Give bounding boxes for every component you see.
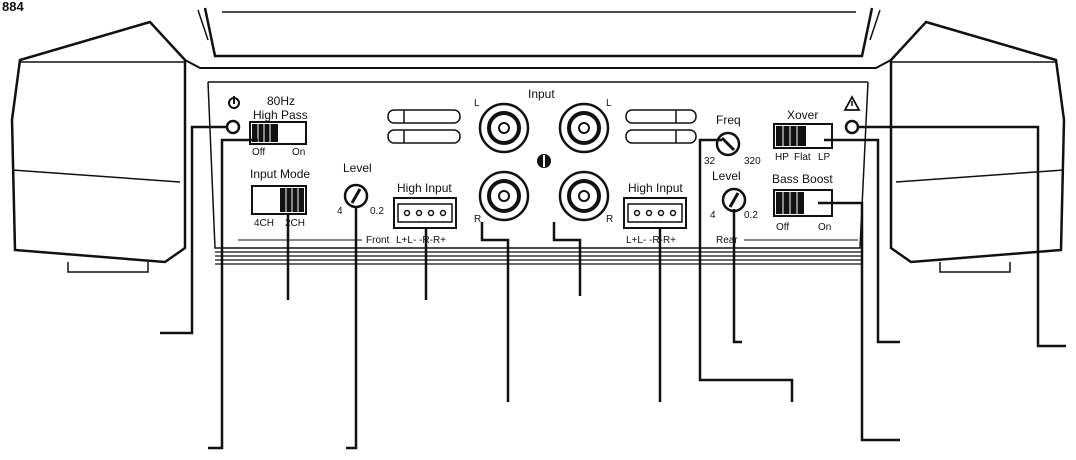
rca-jacks[interactable] [478, 102, 610, 222]
freq-max: 320 [744, 156, 761, 167]
input-mode-2ch: 2CH [285, 218, 305, 229]
freq-title: Freq [716, 113, 741, 127]
callout-lines [160, 125, 1066, 450]
input-l-left: L [474, 98, 480, 109]
bass-boost-on: On [818, 222, 831, 233]
hpf-title2: High Pass [253, 108, 308, 122]
bass-boost-off: Off [776, 222, 789, 233]
xover-flat: Flat [794, 152, 811, 163]
rear-high-input-pins: L+L- -R-R+ [626, 235, 676, 246]
xover-hp: HP [775, 152, 789, 163]
freq-min: 32 [704, 156, 716, 167]
ground-screw-icon [537, 154, 551, 168]
rca-rear-left [558, 102, 610, 154]
rear-section-label: Rear [716, 235, 738, 246]
front-level-min: 4 [337, 206, 343, 217]
rca-rear-right [558, 170, 610, 222]
power-led [225, 119, 241, 135]
front-level-max: 0.2 [370, 206, 384, 217]
rca-front-right [478, 170, 530, 222]
front-high-input-connector[interactable] [393, 197, 457, 229]
amplifier-body [10, 7, 1066, 273]
power-icon [228, 96, 240, 109]
input-r-right: R [606, 214, 613, 225]
xover-title: Xover [787, 108, 818, 122]
front-high-input-pins: L+L- -R-R+ [396, 235, 446, 246]
rear-level-title: Level [712, 169, 741, 183]
freq-knob[interactable] [715, 131, 741, 157]
rear-high-input-connector[interactable] [623, 197, 687, 229]
rear-level-min: 4 [710, 210, 716, 221]
front-high-input-title: High Input [397, 181, 452, 195]
input-r-left: R [474, 214, 481, 225]
hpf-on-label: On [292, 147, 305, 158]
hpf-off-label: Off [252, 147, 265, 158]
input-title: Input [528, 87, 555, 101]
vent-slots [387, 109, 697, 144]
input-mode-4ch: 4CH [254, 218, 274, 229]
bass-boost-title: Bass Boost [772, 172, 833, 186]
front-level-title: Level [343, 161, 372, 175]
front-section-label: Front [366, 235, 390, 246]
input-l-right: L [606, 98, 612, 109]
input-mode-title: Input Mode [250, 167, 310, 181]
xover-lp: LP [818, 152, 831, 163]
rear-level-max: 0.2 [744, 210, 758, 221]
warning-triangle-icon [843, 95, 861, 111]
high-pass-switch[interactable] [249, 121, 307, 145]
hpf-title: 80Hz [267, 94, 295, 108]
xover-switch[interactable] [773, 123, 833, 149]
input-mode-switch[interactable] [251, 185, 307, 215]
front-level-knob[interactable] [343, 183, 369, 209]
rear-level-knob[interactable] [721, 187, 747, 213]
corner-label: 884 [2, 0, 24, 14]
rear-high-input-title: High Input [628, 181, 683, 195]
rca-front-left [478, 102, 530, 154]
protect-led [844, 119, 860, 135]
